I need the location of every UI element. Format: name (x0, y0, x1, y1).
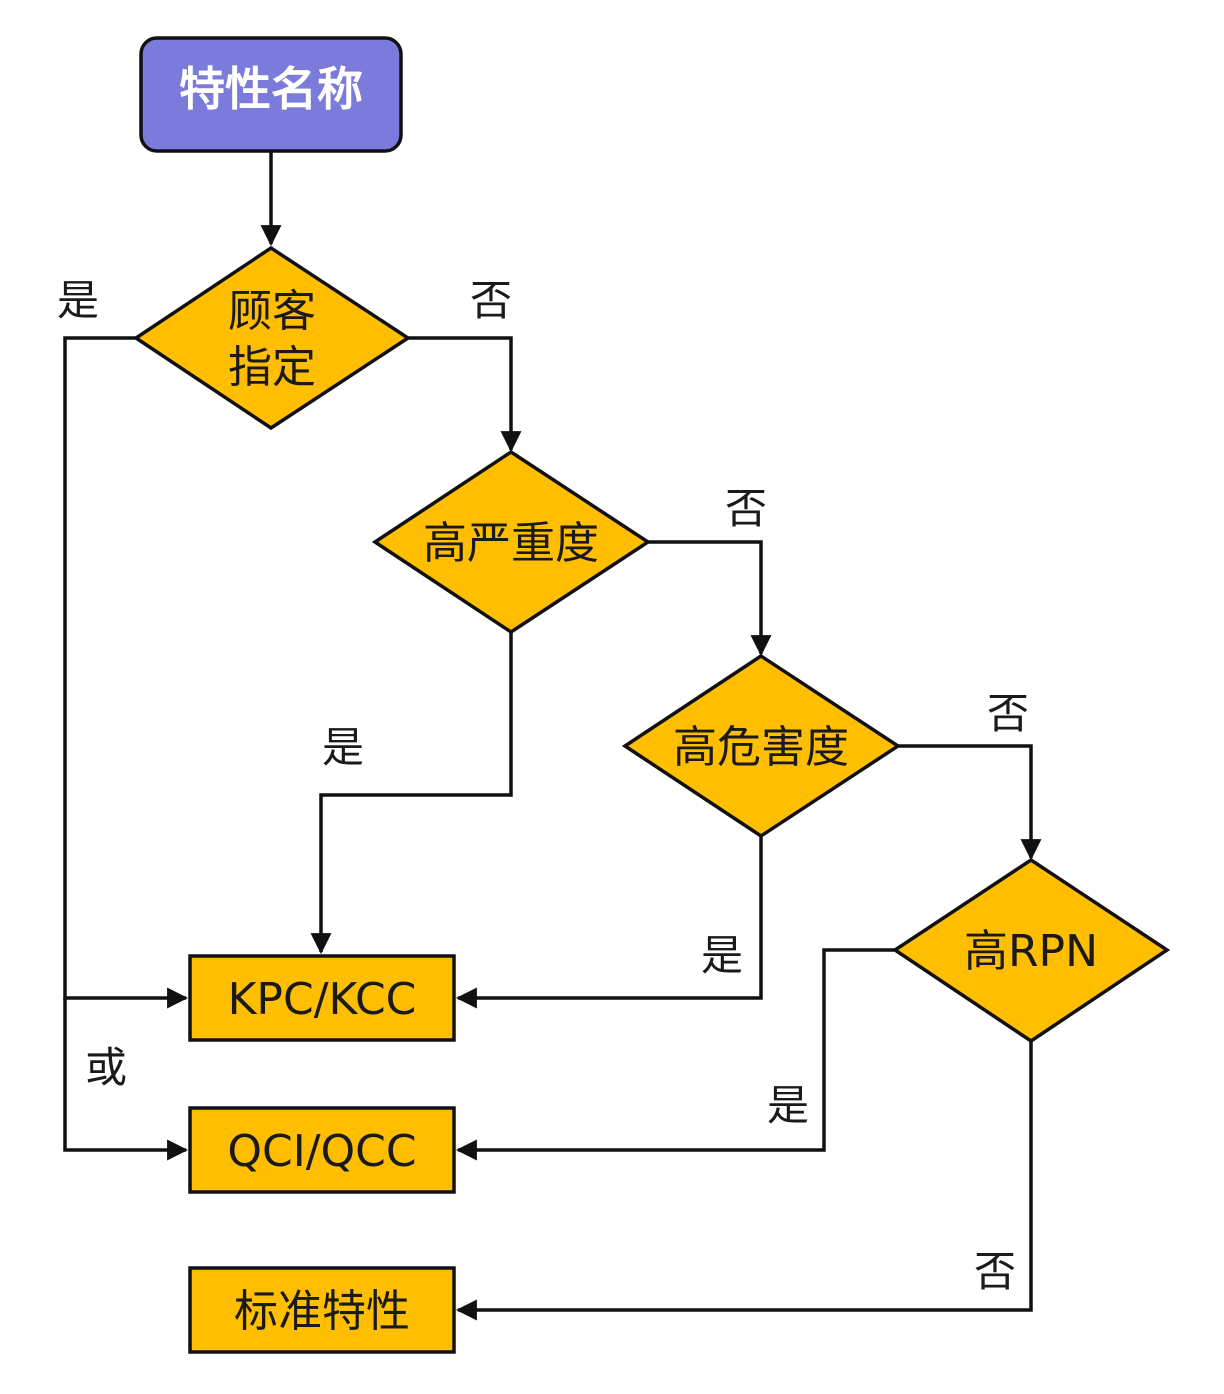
standard-label: 标准特性 (234, 1286, 410, 1337)
label-or: 或 (85, 1043, 127, 1092)
start-node: 特性名称 (139, 36, 403, 153)
connector-rpn-no (455, 1041, 1033, 1321)
qci-label: QCI/QCC (227, 1126, 416, 1177)
connector-severity-no (648, 540, 772, 657)
kpc-label: KPC/KCC (228, 974, 417, 1025)
decision-high-hazard: 高危害度 (621, 653, 902, 839)
severity-label: 高严重度 (423, 518, 599, 569)
hazard-label: 高危害度 (673, 722, 849, 773)
result-kpc-kcc: KPC/KCC (188, 954, 456, 1042)
decision-high-severity: 高严重度 (371, 449, 652, 635)
qci-box (188, 1106, 456, 1194)
label-hazard-no: 否 (987, 689, 1029, 738)
connector-customer-yes-qci (63, 998, 189, 1161)
connector-severity-yes (310, 632, 513, 955)
diamond-hazard (621, 653, 902, 839)
rpn-label: 高RPN (964, 926, 1098, 977)
start-box (139, 36, 403, 153)
diamond-customer (132, 245, 412, 431)
diamond-severity (371, 449, 652, 635)
connector-customer-yes-kpc (63, 336, 189, 1009)
edge-labels: 是 否 否 是 否 是 或 是 否 (57, 276, 1029, 1296)
label-rpn-yes: 是 (767, 1081, 809, 1130)
connector-rpn-yes (455, 948, 895, 1161)
connector-hazard-no (898, 744, 1042, 861)
label-hazard-yes: 是 (701, 931, 743, 980)
start-label: 特性名称 (179, 62, 363, 116)
label-severity-no: 否 (725, 484, 767, 533)
label-customer-yes: 是 (57, 276, 99, 325)
label-rpn-no: 否 (974, 1247, 1016, 1296)
kpc-box (188, 954, 456, 1042)
label-customer-no: 否 (470, 276, 512, 325)
standard-box (188, 1266, 456, 1354)
result-qci-qcc: QCI/QCC (188, 1106, 456, 1194)
customer-label-line2: 指定 (228, 342, 316, 393)
connector-hazard-yes (455, 836, 763, 1009)
connector-customer-no (408, 336, 522, 453)
diamond-rpn (891, 857, 1171, 1044)
connectors (63, 152, 1042, 1321)
customer-label-line1: 顾客 (228, 286, 316, 337)
result-standard: 标准特性 (188, 1266, 456, 1354)
label-severity-yes: 是 (322, 723, 364, 772)
decision-high-rpn: 高RPN (891, 857, 1171, 1044)
decision-customer-specified: 顾客 指定 (132, 245, 412, 431)
